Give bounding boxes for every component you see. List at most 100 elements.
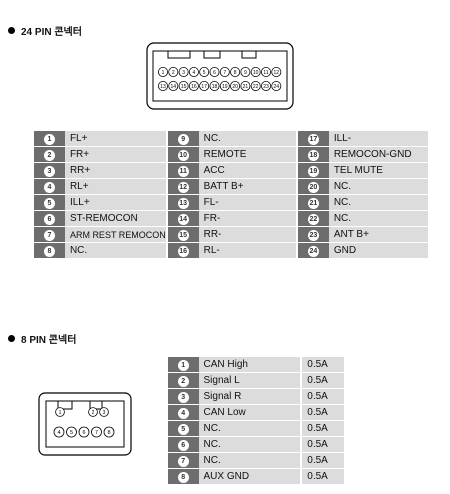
- pin-number-cell: 19: [297, 162, 329, 179]
- pin-number-badge: 13: [177, 197, 189, 209]
- connector-pin-number: 24: [274, 84, 280, 90]
- connector-pin-number: 4: [193, 70, 196, 76]
- pin-signal-label: Signal L: [198, 372, 301, 389]
- column-gap: [295, 178, 298, 195]
- connector-pin: 21: [240, 81, 251, 92]
- pin-number-cell: 2: [168, 372, 199, 389]
- pin-number-badge: 19: [307, 165, 319, 177]
- pin-number-badge: 9: [177, 133, 189, 145]
- pin-current-rating: 0.5A: [302, 372, 344, 389]
- pin-signal-label: CAN Low: [198, 404, 301, 421]
- connector-pin-number: 5: [70, 430, 73, 436]
- pin-number-badge: 21: [307, 197, 319, 209]
- column-gap: [295, 226, 298, 243]
- connector-pin: 22: [250, 81, 261, 92]
- connector-pin: 17: [199, 81, 210, 92]
- pin-current-rating: 0.5A: [302, 388, 344, 405]
- pin-signal-label: FR+: [64, 146, 166, 163]
- column-gap: [165, 242, 168, 259]
- column-gap: [295, 162, 298, 179]
- section-title-8pin-text: 8 PIN 콘넥터: [21, 335, 77, 346]
- pin-number-cell: 5: [34, 194, 65, 211]
- pin-signal-label: REMOCON-GND: [328, 146, 428, 163]
- section-title-24pin: 24 PIN 콘넥터: [8, 23, 82, 38]
- pin-number-badge: 10: [177, 149, 189, 161]
- column-gap: [165, 162, 168, 179]
- connector-pin-number: 1: [59, 410, 62, 416]
- connector-pin: 1: [55, 407, 65, 417]
- column-gap: [300, 404, 303, 421]
- pin-signal-label: Signal R: [198, 388, 301, 405]
- pin-signal-label: NC.: [198, 436, 301, 453]
- pin-number-badge: 17: [307, 133, 319, 145]
- pin-number-badge: 1: [43, 133, 55, 145]
- column-gap: [295, 146, 298, 163]
- pin-number-badge: 3: [43, 165, 55, 177]
- pin-number-badge: 20: [307, 181, 319, 193]
- pin-signal-label: BATT B+: [198, 178, 296, 195]
- pin-signal-label: CAN High: [198, 357, 301, 373]
- column-gap: [165, 146, 168, 163]
- pin-current-rating: 0.5A: [302, 452, 344, 469]
- column-gap: [165, 131, 168, 147]
- pin-number-cell: 9: [167, 131, 199, 147]
- connector-pin: 3: [178, 66, 189, 77]
- pin-number-cell: 7: [168, 452, 199, 469]
- pin-signal-label: GND: [328, 242, 428, 259]
- pin-number-badge: 3: [177, 391, 189, 403]
- connector-pin-number: 8: [234, 70, 237, 76]
- pin-number-cell: 8: [34, 242, 65, 259]
- pin-number-badge: 6: [177, 439, 189, 451]
- pin-signal-label: RL+: [64, 178, 166, 195]
- pin-number-cell: 21: [297, 194, 329, 211]
- pin-signal-label: ANT B+: [328, 226, 428, 243]
- connector-pin: 4: [53, 426, 65, 438]
- pin-number-cell: 4: [168, 404, 199, 421]
- connector-pin: 11: [261, 66, 272, 77]
- pin-number-badge: 8: [177, 471, 189, 483]
- pin-signal-label: FL-: [198, 194, 296, 211]
- connector-pin-number: 23: [263, 84, 269, 90]
- connector-pin-number: 20: [232, 84, 238, 90]
- pin-signal-label: RL-: [198, 242, 296, 259]
- connector-pin-number: 3: [103, 410, 106, 416]
- connector-pin: 19: [219, 81, 230, 92]
- pin-number-cell: 23: [297, 226, 329, 243]
- pin-number-cell: 13: [167, 194, 199, 211]
- pin-number-badge: 15: [177, 229, 189, 241]
- pin-number-cell: 3: [168, 388, 199, 405]
- pin-signal-label: RR-: [198, 226, 296, 243]
- pin-number-cell: 10: [167, 146, 199, 163]
- pin-number-badge: 5: [43, 197, 55, 209]
- pin-signal-label: TEL MUTE: [328, 162, 428, 179]
- pin-number-cell: 5: [168, 420, 199, 437]
- pin-number-badge: 24: [307, 245, 319, 257]
- connector-pin-number: 4: [57, 430, 60, 436]
- connector-pin: 1: [157, 66, 168, 77]
- pin-signal-label: ST-REMOCON: [64, 210, 166, 227]
- connector-pin-number: 3: [182, 70, 185, 76]
- pin-number-cell: 16: [167, 242, 199, 259]
- column-gap: [300, 357, 303, 373]
- connector-pin-number: 2: [92, 410, 95, 416]
- pin-number-cell: 3: [34, 162, 65, 179]
- pin-number-badge: 12: [177, 181, 189, 193]
- pin-number-badge: 7: [177, 455, 189, 467]
- pin-number-badge: 2: [177, 375, 189, 387]
- section-title-24pin-text: 24 PIN 콘넥터: [21, 27, 82, 38]
- pin-signal-label: NC.: [328, 210, 428, 227]
- pin-number-badge: 18: [307, 149, 319, 161]
- connector-pin-number: 9: [244, 70, 247, 76]
- pin-signal-label: AUX GND: [198, 468, 301, 485]
